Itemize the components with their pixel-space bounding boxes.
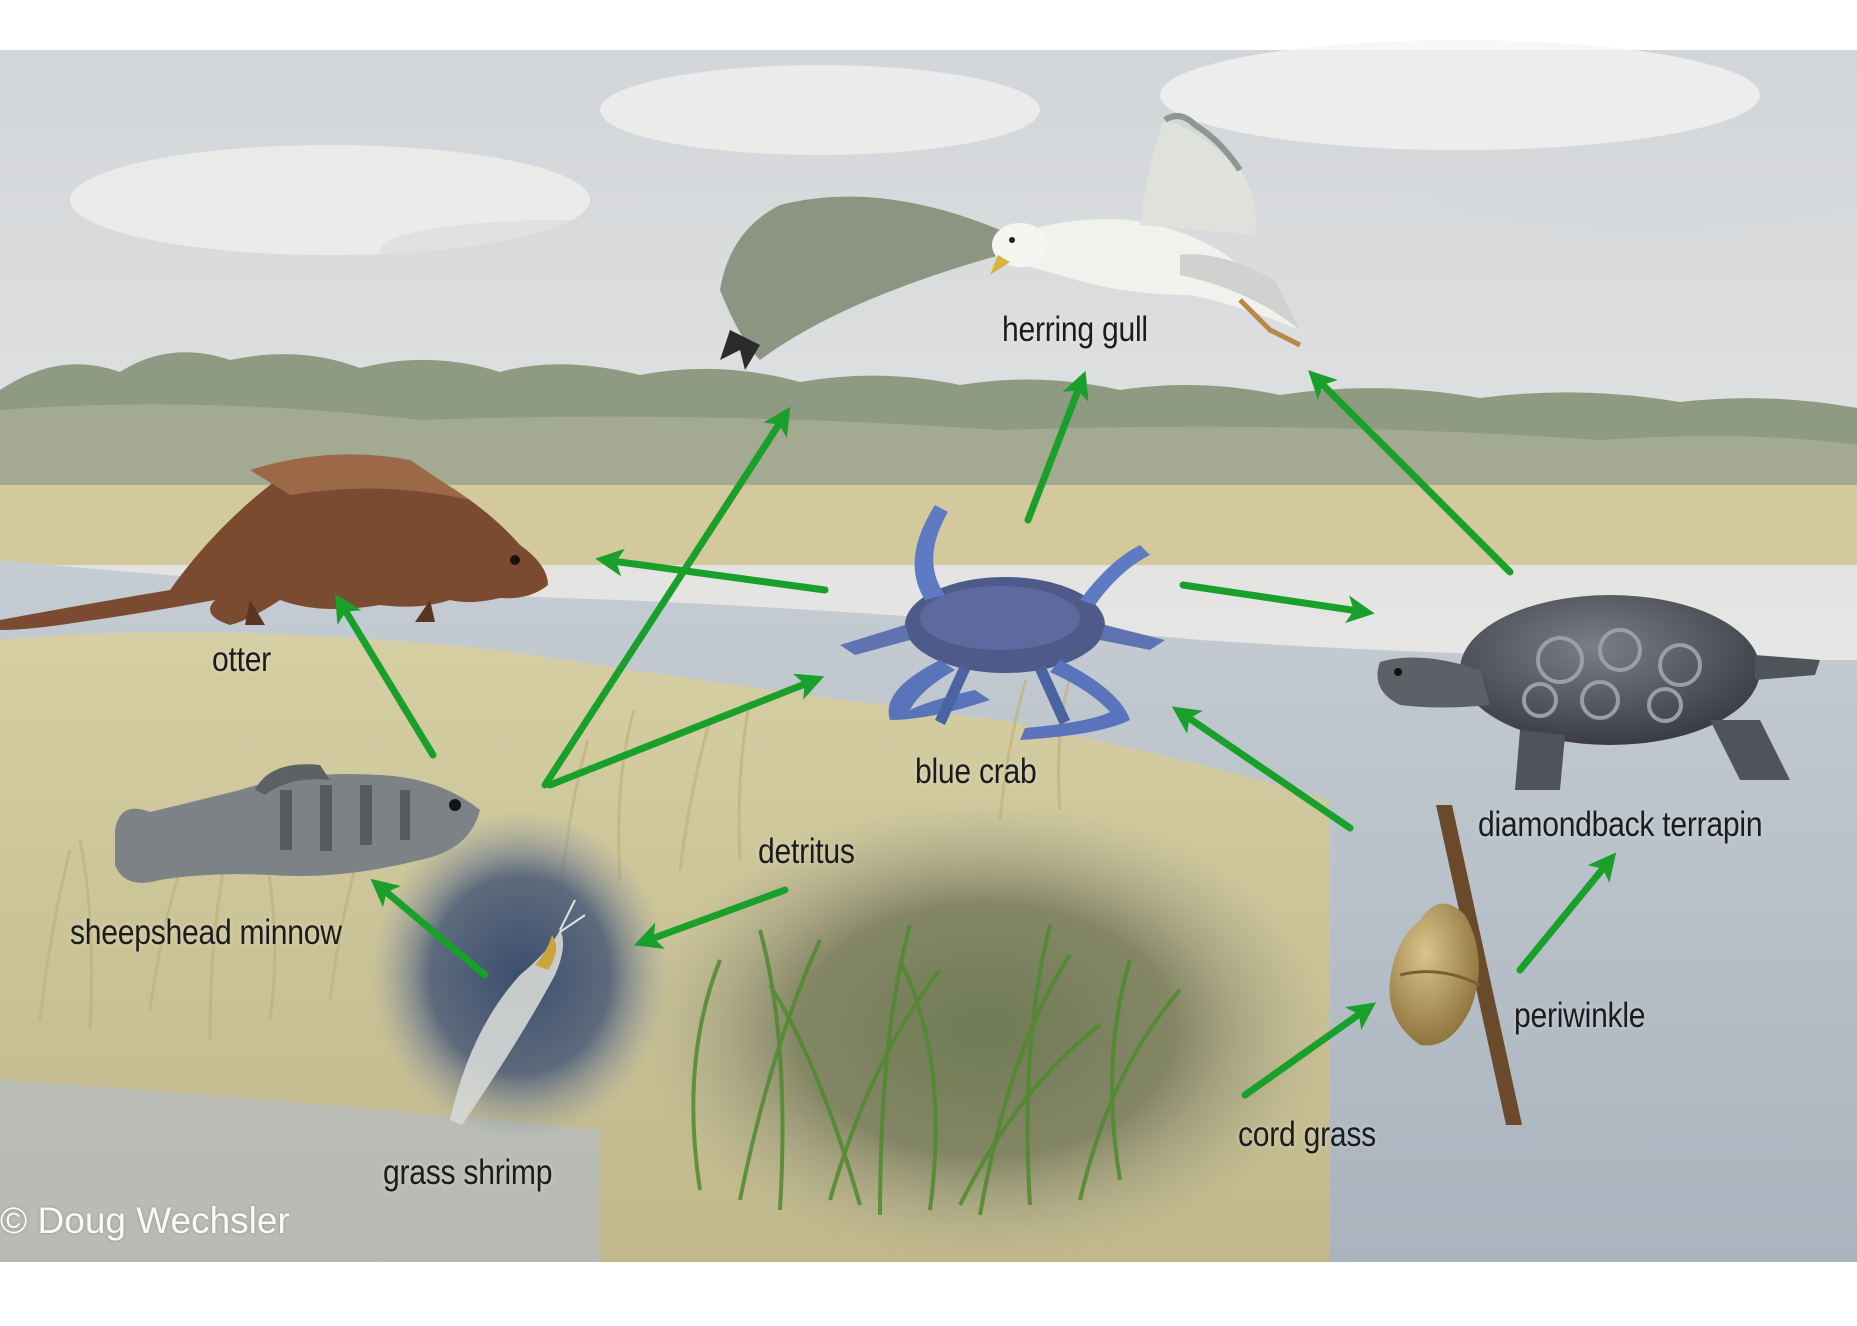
label-otter: otter	[212, 640, 271, 679]
label-cord-grass: cord grass	[1238, 1115, 1376, 1154]
blue-crab-image	[840, 505, 1165, 740]
arrow-minnow-to-otter	[334, 593, 437, 759]
photo-credit: © Doug Wechsler	[0, 1200, 290, 1241]
label-diamondback-terrapin: diamondback terrapin	[1478, 805, 1763, 844]
label-blue-crab: blue crab	[915, 752, 1037, 791]
grass-shrimp-image	[450, 899, 586, 1125]
label-grass-shrimp: grass shrimp	[383, 1153, 553, 1192]
arrow-crab-to-terrapin	[1179, 581, 1375, 624]
arrow-periwinkle-to-crab	[1171, 706, 1354, 832]
label-periwinkle: periwinkle	[1514, 996, 1646, 1035]
arrow-terrapin-to-gull	[1308, 370, 1514, 576]
otter-image	[0, 454, 548, 630]
arrow-crab-to-otter	[595, 548, 829, 594]
arrow-shrimp-to-gull	[541, 406, 791, 789]
herring-gull-image	[720, 113, 1302, 370]
arrow-detritus-to-shrimp	[633, 886, 789, 949]
arrows	[334, 370, 1617, 1099]
arrow-periwinkle-to-terrapin	[1516, 852, 1617, 974]
arrow-shrimp-to-minnow	[370, 878, 489, 979]
label-herring-gull: herring gull	[1002, 310, 1148, 349]
sheepshead-minnow-image	[115, 764, 480, 883]
label-sheepshead-minnow: sheepshead minnow	[70, 913, 342, 952]
diamondback-terrapin-image	[1377, 595, 1820, 790]
arrow-cordgrass-to-periwinkle	[1241, 1002, 1377, 1099]
arrow-shrimp-to-crab	[546, 673, 825, 789]
label-detritus: detritus	[758, 832, 855, 871]
periwinkle-image	[1389, 805, 1522, 1125]
arrow-crab-to-gull	[1024, 370, 1089, 524]
